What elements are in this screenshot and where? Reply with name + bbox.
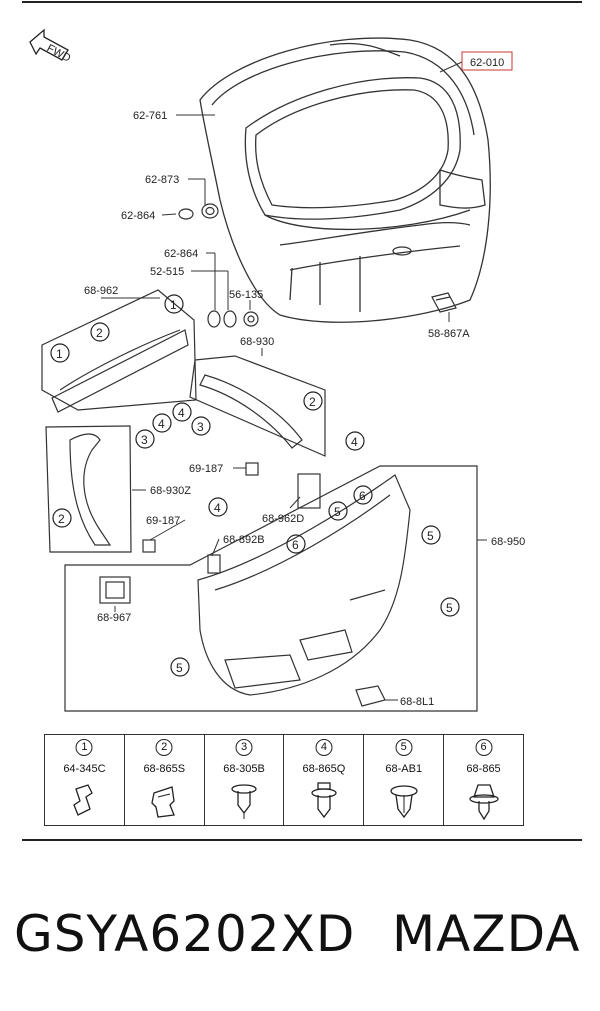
callout-62-010: 62-010	[470, 57, 504, 69]
legend-number: 4	[315, 739, 333, 756]
svg-text:5: 5	[446, 601, 453, 615]
legend-cell-2: 2 68-865S	[125, 735, 205, 825]
liftgate-panel	[199, 37, 491, 323]
callout-68-930z: 68-930Z	[150, 485, 191, 497]
svg-text:1: 1	[56, 347, 63, 361]
marker-2: 2	[52, 508, 72, 528]
callout-62-761: 62-761	[133, 110, 167, 122]
marker-2: 2	[90, 322, 110, 342]
callout-68-8l1: 68-8L1	[400, 696, 434, 708]
screw-clip-icon	[231, 784, 257, 819]
marker-5: 5	[328, 501, 348, 521]
callout-68-892b: 68-892B	[223, 534, 265, 546]
legend-number: 3	[235, 739, 253, 756]
callout-62-864-a: 62-864	[121, 210, 155, 222]
callout-labels: 62-010 62-761 62-873 62-864 62-864 52-51…	[84, 51, 525, 708]
svg-text:2: 2	[96, 326, 103, 340]
top-rule	[22, 1, 582, 3]
svg-text:5: 5	[427, 529, 434, 543]
marker-4: 4	[208, 497, 228, 517]
clip-fastener-icon	[151, 786, 176, 818]
marker-4: 4	[172, 402, 192, 422]
svg-text:5: 5	[334, 505, 341, 519]
legend-part-number: 68-305B	[223, 763, 265, 775]
legend-cell-3: 3 68-305B	[205, 735, 285, 825]
marker-6: 6	[353, 485, 373, 505]
marker-3: 3	[135, 429, 155, 449]
clips-small	[99, 462, 321, 604]
svg-text:2: 2	[309, 395, 316, 409]
legend-part-number: 68-865S	[143, 763, 186, 775]
svg-text:4: 4	[178, 406, 185, 420]
callout-62-864-b: 62-864	[164, 248, 198, 260]
push-rivet-icon	[390, 785, 418, 819]
clip-bracket-icon	[73, 784, 94, 816]
marker-1: 1	[164, 294, 184, 314]
legend-number: 1	[75, 739, 93, 756]
svg-text:5: 5	[176, 661, 183, 675]
marker-4: 4	[152, 413, 172, 433]
svg-text:1: 1	[170, 298, 177, 312]
trim-clip-icon	[468, 784, 499, 821]
legend-part-number: 68-865Q	[302, 763, 346, 775]
marker-5: 5	[421, 525, 441, 545]
footer-part-number: GSYA6202XD	[14, 905, 356, 963]
legend-cell-1: 1 64-345C	[45, 735, 125, 825]
callout-58-867a: 58-867A	[428, 328, 470, 340]
fastener-legend-table: 1 64-345C 2 68-865S 3 68-305B 4 68-865Q …	[44, 734, 524, 826]
svg-text:3: 3	[197, 420, 204, 434]
fwd-arrow-icon: FWD	[29, 28, 73, 65]
marker-5: 5	[170, 657, 190, 677]
legend-part-number: 64-345C	[63, 763, 106, 775]
svg-text:4: 4	[214, 501, 221, 515]
circled-markers: 1 2 1 2 4 4 3 3 4 6 4 5 2 5 6 5 5	[50, 294, 460, 677]
legend-part-number: 68-865	[466, 763, 501, 775]
callout-69-187-a: 69-187	[189, 463, 223, 475]
svg-text:4: 4	[158, 417, 165, 431]
bracket-58-867a	[431, 292, 457, 313]
fwd-label: FWD	[45, 42, 73, 64]
legend-cell-4: 4 68-865Q	[284, 735, 365, 825]
marker-4: 4	[345, 431, 365, 451]
marker-3: 3	[191, 416, 211, 436]
callout-52-515: 52-515	[150, 266, 184, 278]
callout-68-962: 68-962	[84, 285, 118, 297]
trim-68-930z	[45, 425, 132, 553]
svg-text:3: 3	[141, 433, 148, 447]
legend-cell-6: 6 68-865	[444, 735, 523, 825]
svg-text:2: 2	[58, 512, 65, 526]
leader-lines	[101, 61, 487, 701]
trim-68-930	[189, 355, 326, 457]
marker-1: 1	[50, 343, 70, 363]
callout-56-135: 56-135	[229, 289, 263, 301]
bottom-rule	[22, 839, 582, 841]
legend-number: 2	[155, 739, 173, 756]
marker-6: 6	[286, 534, 306, 554]
callout-62-873: 62-873	[145, 174, 179, 186]
bumper-parts	[178, 203, 259, 328]
legend-number: 6	[475, 739, 493, 756]
callout-68-950: 68-950	[491, 536, 525, 548]
svg-text:4: 4	[351, 435, 358, 449]
legend-part-number: 68-AB1	[385, 763, 423, 775]
legend-number: 5	[395, 739, 413, 756]
trim-68-950	[64, 465, 478, 712]
callout-68-930: 68-930	[240, 336, 274, 348]
callout-69-187-b: 69-187	[146, 515, 180, 527]
marker-2: 2	[303, 391, 323, 411]
callout-68-967: 68-967	[97, 612, 131, 624]
callout-68-962d: 68-962D	[262, 513, 304, 525]
callout-highlight-box	[461, 51, 513, 71]
legend-cell-5: 5 68-AB1	[364, 735, 445, 825]
svg-text:6: 6	[359, 489, 366, 503]
marker-5: 5	[440, 597, 460, 617]
footer-brand: MAZDA	[392, 905, 581, 963]
push-pin-icon	[311, 782, 337, 819]
svg-text:6: 6	[292, 538, 299, 552]
exploded-parts-diagram: FWD	[29, 28, 525, 712]
